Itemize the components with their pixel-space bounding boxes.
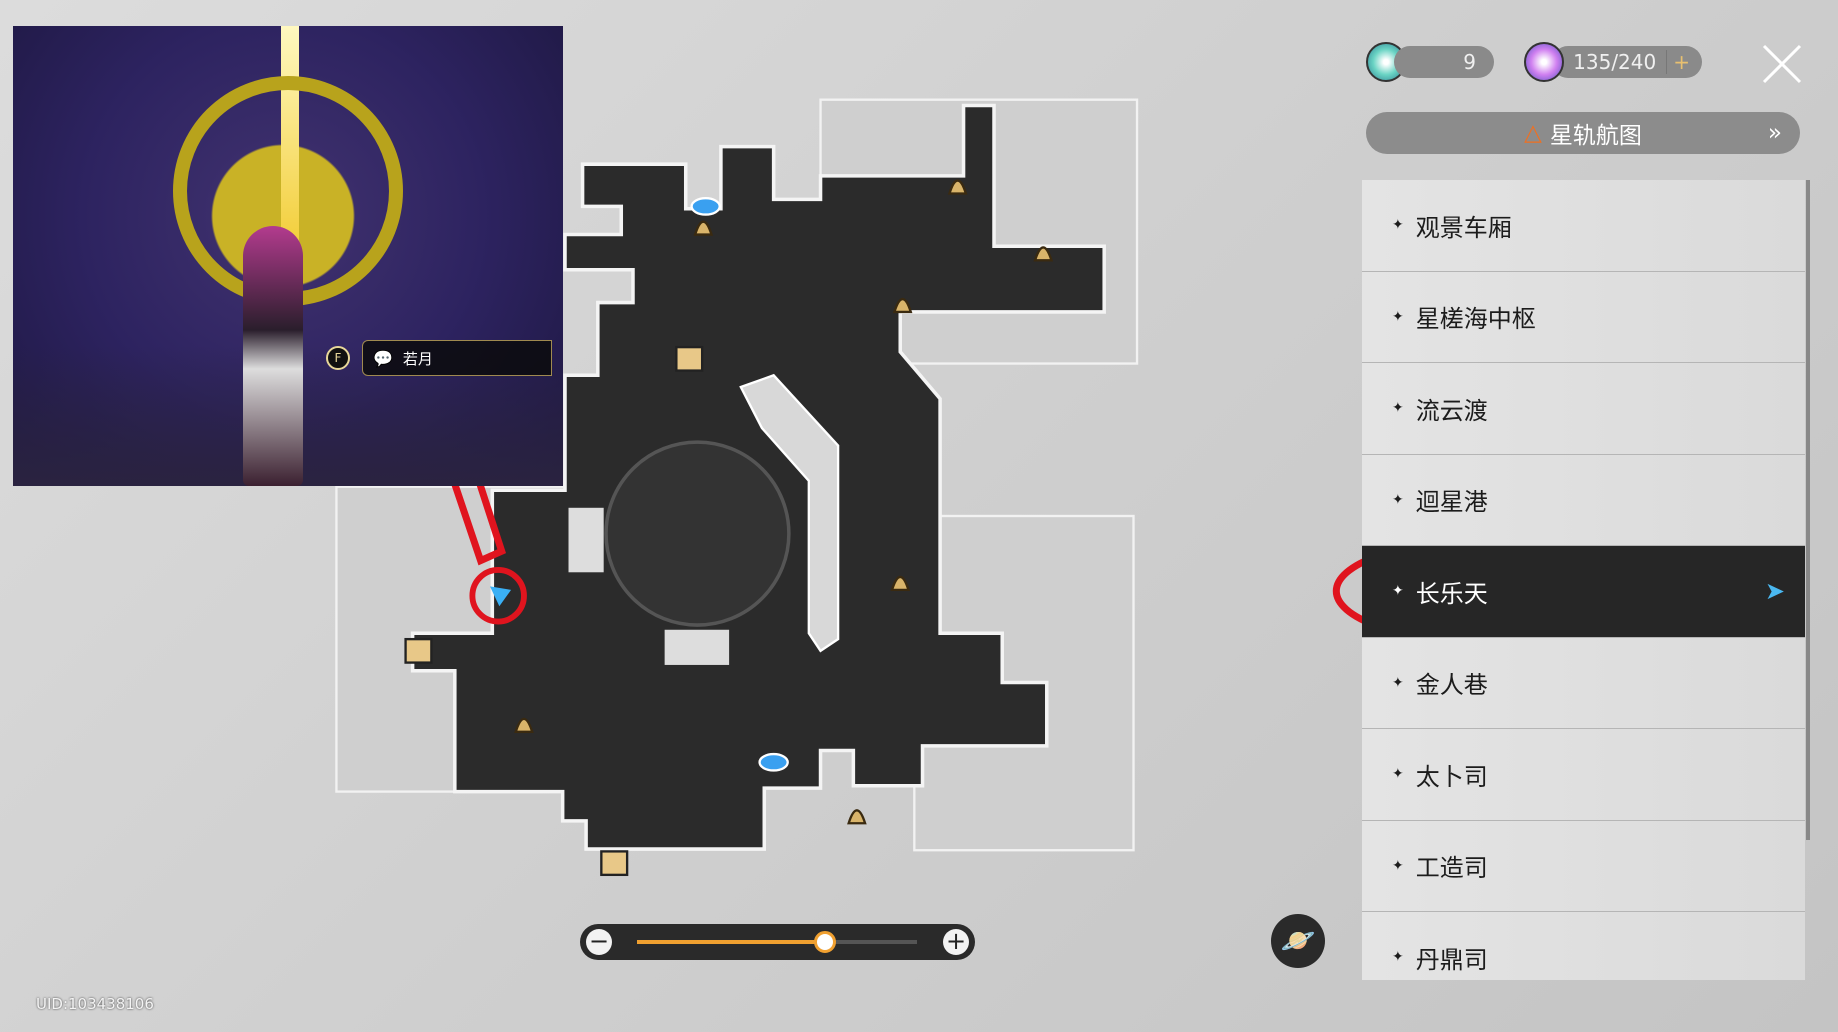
list-scrollbar[interactable]: [1806, 180, 1810, 840]
star-icon: ✦: [1392, 583, 1404, 600]
zoom-in-button[interactable]: +: [943, 929, 969, 955]
exit-marker-icon: [600, 850, 629, 877]
zoom-out-button[interactable]: −: [586, 929, 612, 955]
trailblaze-power-icon: [1524, 42, 1564, 82]
zoom-slider-fill: [637, 940, 825, 944]
location-item[interactable]: ✦丹鼎司: [1362, 912, 1805, 980]
star-icon: ✦: [1392, 400, 1404, 417]
current-location-icon: ➤: [1764, 577, 1785, 606]
fuel-counter[interactable]: 9: [1366, 42, 1494, 82]
npc-interaction-preview: [13, 26, 563, 486]
map-plaza: [604, 440, 791, 627]
close-icon[interactable]: [1760, 42, 1804, 86]
star-icon: ✦: [1392, 674, 1404, 691]
zoom-control: − +: [580, 924, 975, 960]
annotation-circle: [469, 567, 527, 625]
location-item[interactable]: ✦太卜司: [1362, 729, 1805, 821]
bell-marker-icon: [1033, 246, 1054, 262]
bell-marker-icon: [947, 179, 968, 195]
map-building: [568, 507, 604, 573]
bell-marker-icon: [890, 575, 911, 592]
zoom-slider-thumb[interactable]: [813, 931, 836, 953]
chat-bubble-icon: 💬: [373, 348, 393, 368]
player-character: [243, 226, 303, 486]
location-item[interactable]: ✦工造司: [1362, 820, 1805, 912]
star-icon: ✦: [1392, 949, 1404, 966]
teleport-anchor-icon: [758, 752, 789, 772]
location-item[interactable]: ✦金人巷: [1362, 637, 1805, 729]
player-position-icon: [489, 586, 512, 607]
star-icon: ✦: [1392, 766, 1404, 783]
bell-marker-icon: [693, 220, 714, 236]
star-icon: ✦: [1392, 308, 1404, 325]
npc-dialogue-prompt[interactable]: 💬 若月: [362, 340, 552, 376]
location-item[interactable]: ✦流云渡: [1362, 363, 1805, 455]
location-item[interactable]: ✦观景车厢: [1362, 180, 1805, 272]
teleport-anchor-icon: [690, 197, 721, 216]
star-icon: ✦: [1392, 857, 1404, 874]
zoom-slider-track[interactable]: [637, 931, 917, 953]
header-title: 星轨航图: [1549, 123, 1642, 149]
fuel-value: 9: [1394, 46, 1494, 78]
star-rail-map-button[interactable]: △ 星轨航图 »: [1366, 112, 1800, 154]
star-icon: ✦: [1392, 217, 1404, 234]
uid-label: UID:103438106: [36, 995, 154, 1013]
exit-marker-icon: [404, 637, 433, 664]
interact-key-hint: F: [326, 346, 350, 370]
planet-switch-button[interactable]: 🪐: [1271, 914, 1325, 968]
trailblaze-power-counter[interactable]: 135/240 +: [1524, 42, 1702, 82]
chevron-right-icon: »: [1767, 120, 1782, 146]
npc-name: 若月: [402, 349, 433, 368]
add-power-button[interactable]: +: [1666, 50, 1690, 74]
trailblaze-power-value: 135/240: [1573, 50, 1657, 74]
star-rail-icon: △: [1524, 120, 1542, 146]
bell-marker-icon: [892, 297, 913, 314]
bell-marker-icon: [514, 717, 534, 733]
map-building: [664, 629, 730, 665]
exit-marker-icon: [675, 345, 704, 372]
location-item[interactable]: ✦迴星港: [1362, 454, 1805, 546]
location-item[interactable]: ✦星槎海中枢: [1362, 271, 1805, 363]
location-item-selected[interactable]: ✦长乐天➤: [1362, 546, 1805, 638]
star-icon: ✦: [1392, 491, 1404, 508]
planet-icon: 🪐: [1280, 924, 1316, 957]
bell-marker-icon: [847, 809, 867, 825]
location-list[interactable]: ✦观景车厢 ✦星槎海中枢 ✦流云渡 ✦迴星港 ✦长乐天➤ ✦金人巷 ✦太卜司 ✦…: [1362, 180, 1805, 980]
